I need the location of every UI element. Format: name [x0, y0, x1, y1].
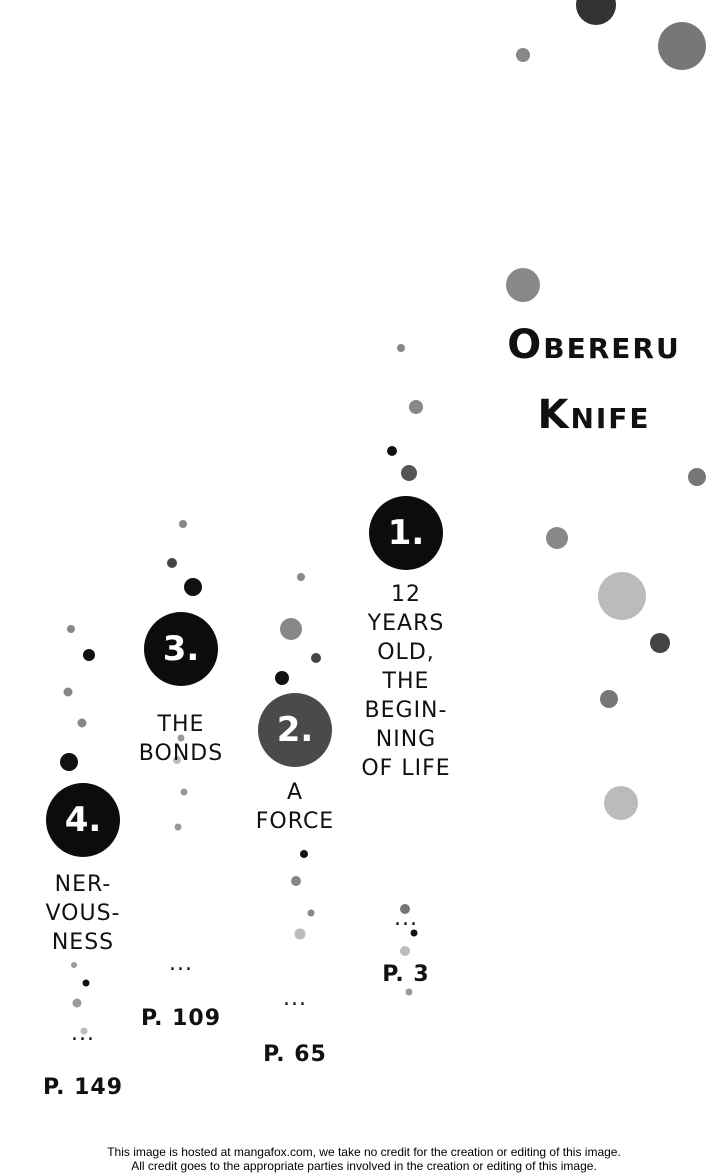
dot-icon	[294, 928, 306, 940]
dot-icon	[604, 786, 638, 820]
dot-icon	[300, 850, 308, 858]
chapter-title-line: BEGIN-	[364, 698, 448, 723]
dot-icon	[658, 22, 706, 70]
dot-icon	[77, 718, 87, 728]
dot-icon	[184, 578, 202, 596]
dot-icon	[177, 734, 185, 742]
dot-icon	[598, 572, 646, 620]
dot-icon	[174, 823, 182, 831]
chapter-title-line: THE	[157, 712, 205, 737]
dot-icon	[311, 653, 321, 663]
chapter-title-line: BONDS	[138, 741, 224, 766]
chapter-number-badge: 3.	[144, 612, 218, 686]
dot-icon	[410, 929, 418, 937]
chapter-title-line: FORCE	[255, 809, 335, 834]
dot-icon	[63, 687, 73, 697]
chapter-title-line: OF LIFE	[361, 756, 451, 781]
chapter-page-number: P. 65	[263, 1042, 327, 1067]
dot-icon	[516, 48, 530, 62]
dot-icon	[297, 573, 305, 581]
dot-icon	[82, 979, 90, 987]
chapter-ellipsis: ...	[169, 951, 193, 976]
dot-icon	[688, 468, 706, 486]
dot-icon	[506, 268, 540, 302]
dot-icon	[71, 962, 77, 968]
chapter-ellipsis: ...	[71, 1021, 95, 1046]
dot-icon	[167, 558, 177, 568]
dot-icon	[80, 1027, 88, 1035]
chapter-title-line: OLD,	[377, 640, 435, 665]
dot-icon	[400, 946, 410, 956]
chapter-number-badge: 4.	[46, 783, 120, 857]
dot-icon	[401, 465, 417, 481]
chapter-title-line: A	[286, 780, 304, 805]
chapter-title-line: NING	[375, 727, 437, 752]
chapter-page-number: P. 3	[382, 962, 430, 987]
chapter-title-line: VOUS-	[45, 901, 121, 926]
dot-icon	[280, 618, 302, 640]
chapter-page-number: P. 149	[42, 1075, 124, 1100]
chapter-page-number: P. 109	[140, 1006, 222, 1031]
chapter-title-line: 12	[391, 582, 421, 607]
dot-icon	[180, 788, 188, 796]
dot-icon	[72, 998, 82, 1008]
footer-credit-line2: All credit goes to the appropriate parti…	[131, 1159, 597, 1173]
dot-icon	[275, 671, 289, 685]
dot-icon	[307, 909, 315, 917]
footer-credit-line1: This image is hosted at mangafox.com, we…	[107, 1145, 621, 1159]
dot-icon	[400, 904, 410, 914]
chapter-title-line: YEARS	[367, 611, 445, 636]
dot-icon	[650, 633, 670, 653]
dot-icon	[397, 344, 405, 352]
dot-icon	[83, 649, 95, 661]
manga-title-line2: Knife	[537, 392, 651, 438]
manga-title-line1: Obereru	[507, 322, 681, 368]
chapter-ellipsis: ...	[283, 986, 307, 1011]
chapter-number-badge: 1.	[369, 496, 443, 570]
chapter-ellipsis: ...	[394, 906, 418, 931]
dot-icon	[546, 527, 568, 549]
dot-icon	[291, 876, 301, 886]
chapter-title-line: NESS	[51, 930, 115, 955]
chapter-title-line: NER-	[54, 872, 112, 897]
dot-icon	[67, 625, 75, 633]
dot-icon	[405, 988, 413, 996]
chapter-number-badge: 2.	[258, 693, 332, 767]
dot-icon	[409, 400, 423, 414]
dot-icon	[600, 690, 618, 708]
dot-icon	[60, 753, 78, 771]
dot-icon	[173, 756, 181, 764]
dot-icon	[576, 0, 616, 25]
dot-icon	[387, 446, 397, 456]
chapter-title-line: THE	[382, 669, 430, 694]
dot-icon	[179, 520, 187, 528]
